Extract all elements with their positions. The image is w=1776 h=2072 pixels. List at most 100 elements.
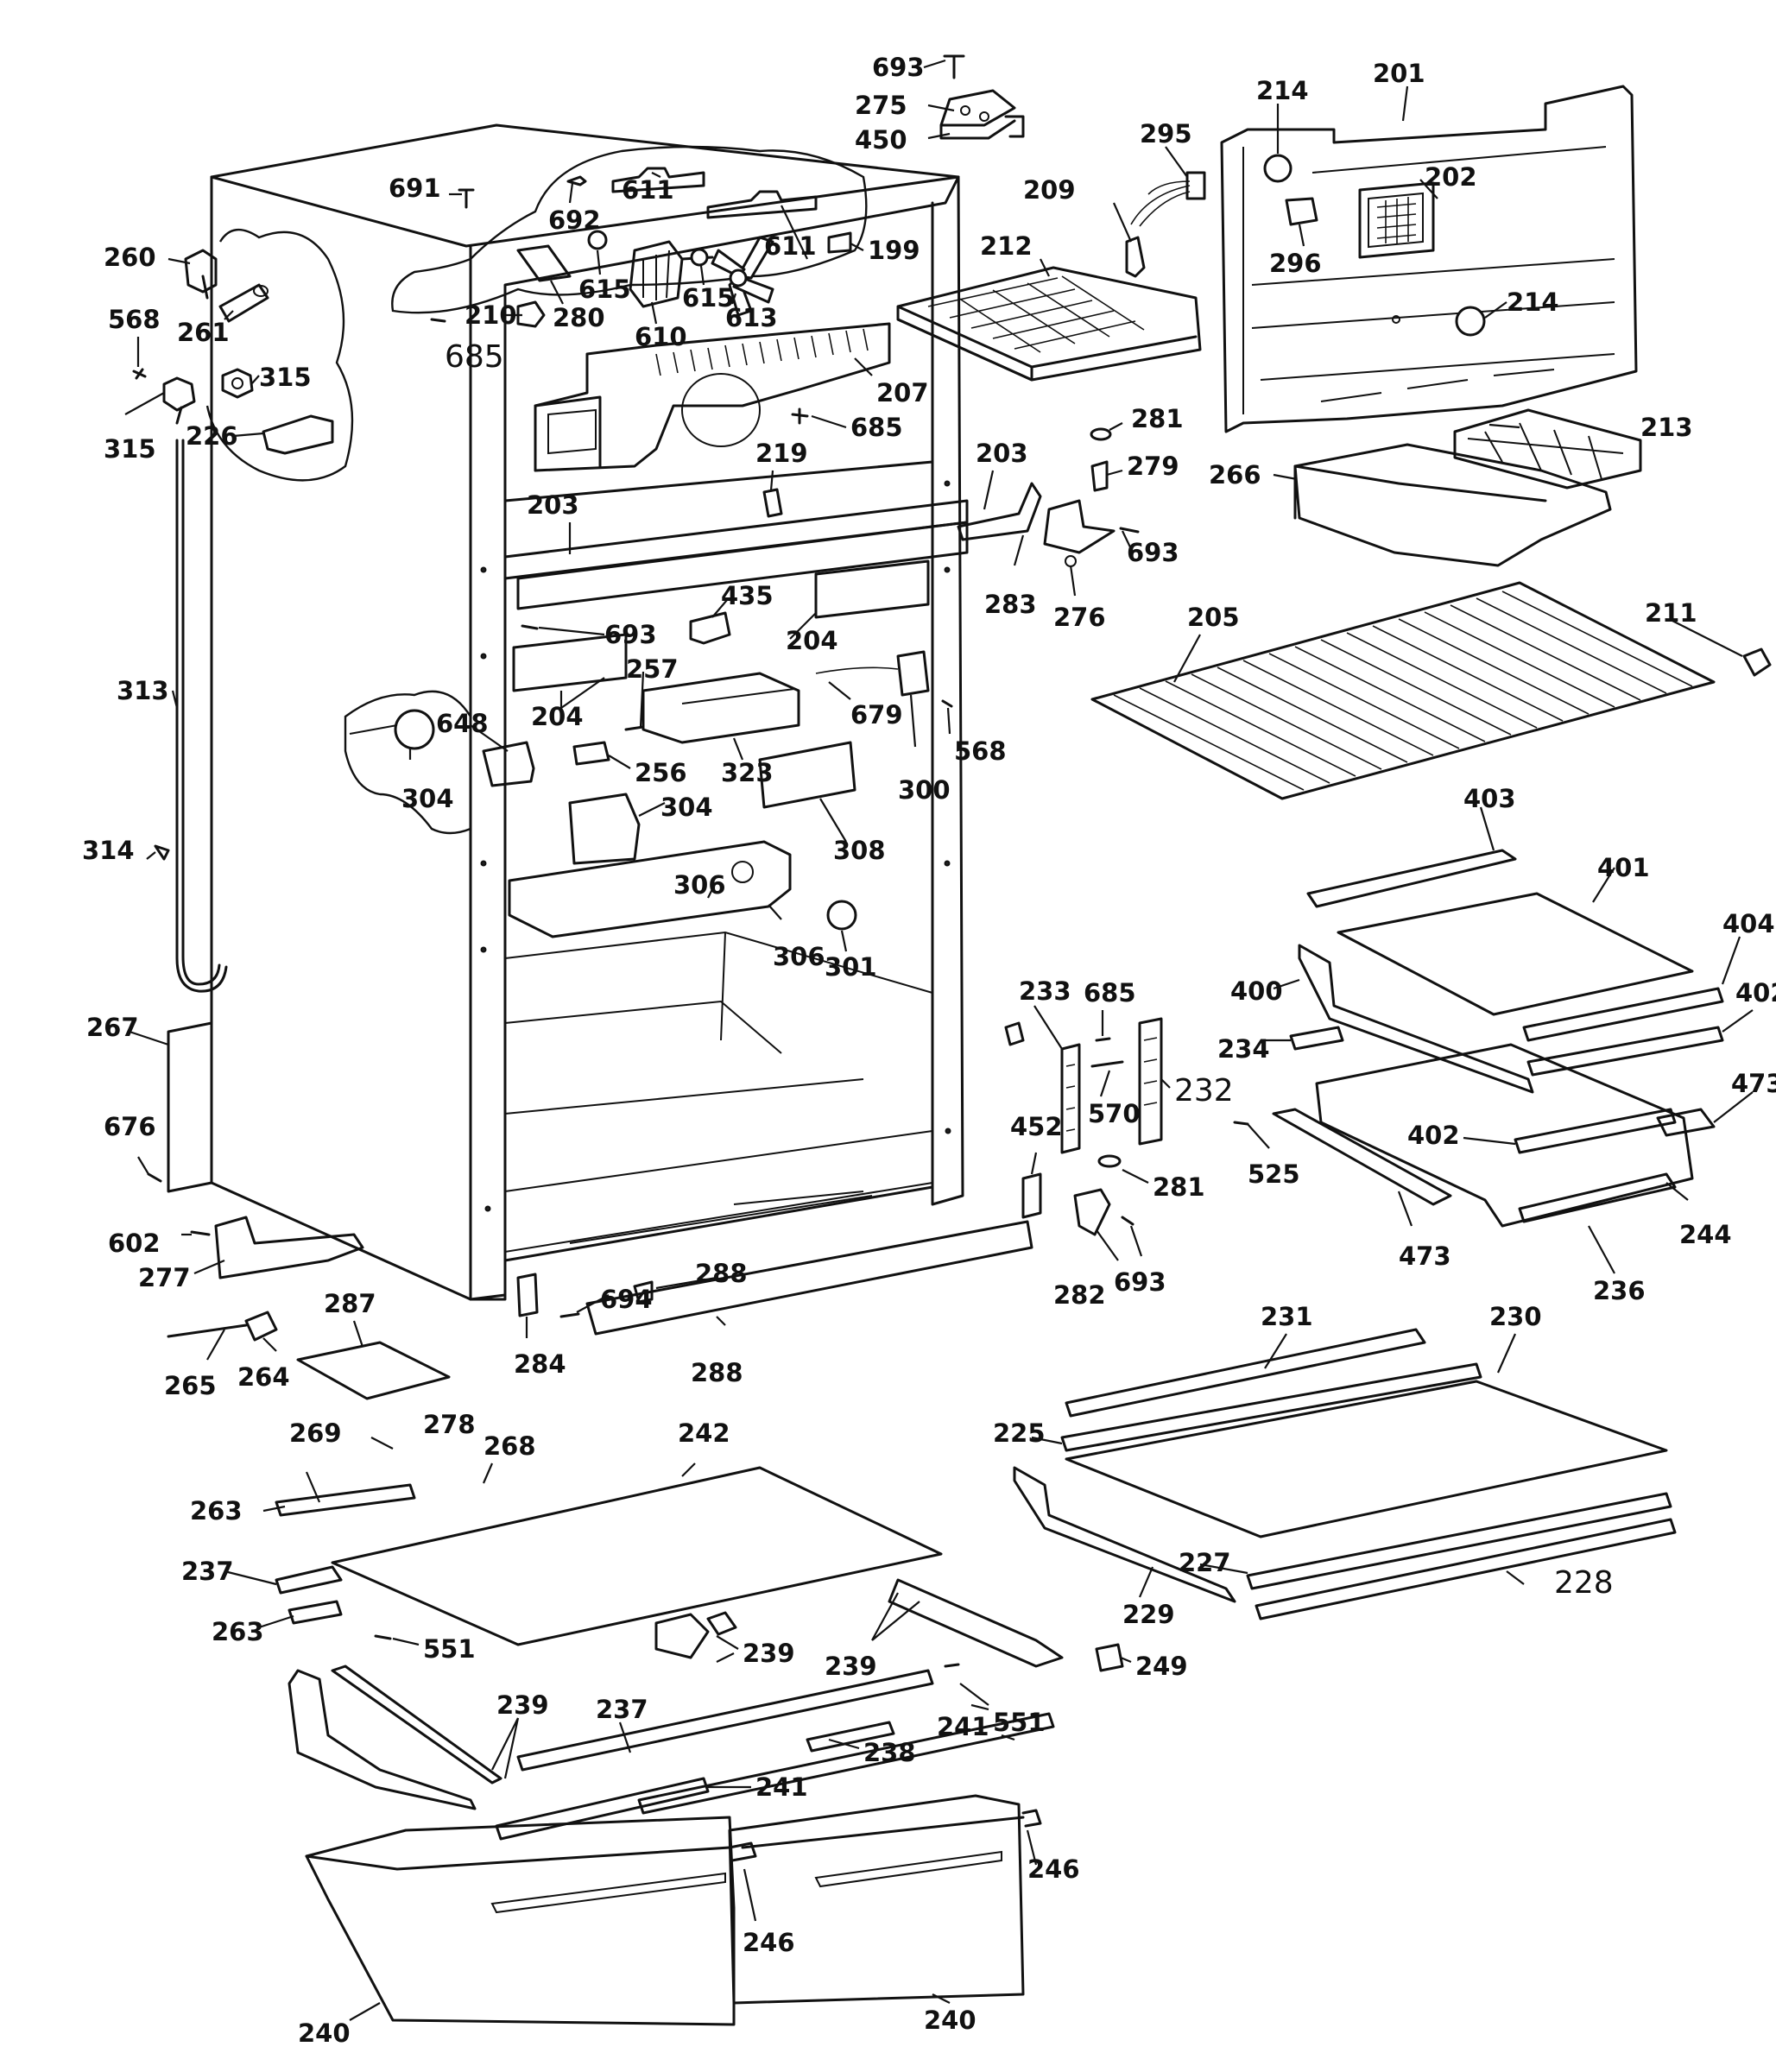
callout-283: 283 bbox=[984, 590, 1037, 619]
callout-570: 570 bbox=[1088, 1099, 1141, 1128]
glass-shelf-230 bbox=[1065, 1380, 1668, 1538]
callout-610: 610 bbox=[635, 322, 687, 351]
grommet-615b bbox=[690, 248, 709, 267]
screw-691 bbox=[458, 188, 475, 209]
screw-693b bbox=[1119, 527, 1140, 534]
callout-281: 281 bbox=[1153, 1172, 1205, 1202]
rail-237b bbox=[516, 1669, 934, 1772]
callout-692: 692 bbox=[548, 205, 601, 235]
callout-400: 400 bbox=[1230, 976, 1283, 1006]
callout-219: 219 bbox=[755, 439, 808, 468]
rail-473b bbox=[1272, 1108, 1452, 1206]
bracket-204a bbox=[814, 559, 930, 619]
knob-306 bbox=[731, 861, 754, 883]
callout-315: 315 bbox=[259, 363, 312, 392]
callout-207: 207 bbox=[876, 378, 929, 407]
leader-lines bbox=[124, 59, 1754, 2021]
crisper-frame-left bbox=[288, 1669, 477, 1810]
crisper-drawer-right bbox=[728, 1794, 1042, 2005]
trim-404 bbox=[1522, 987, 1724, 1042]
screw-685b bbox=[791, 407, 809, 425]
callout-313: 313 bbox=[117, 676, 169, 705]
control-304 bbox=[568, 793, 641, 865]
callout-213: 213 bbox=[1640, 413, 1693, 442]
callout-402: 402 bbox=[1735, 978, 1776, 1008]
clip-288 bbox=[633, 1280, 654, 1304]
bracket-204b bbox=[512, 633, 628, 692]
screw-568a bbox=[132, 368, 147, 380]
rail-473a bbox=[1656, 1108, 1716, 1137]
callout-602: 602 bbox=[108, 1229, 161, 1258]
callout-611: 611 bbox=[764, 231, 817, 261]
rail-241b bbox=[637, 1712, 1055, 1815]
callout-693: 693 bbox=[1127, 538, 1179, 567]
trim-402b bbox=[1514, 1108, 1677, 1154]
rail-263b bbox=[288, 1600, 343, 1625]
trim-403 bbox=[1306, 849, 1517, 908]
callout-246: 246 bbox=[743, 1928, 795, 1957]
callout-228: 228 bbox=[1554, 1565, 1614, 1601]
callout-401: 401 bbox=[1597, 853, 1650, 882]
wire-shelf-205 bbox=[1090, 581, 1716, 800]
callout-280: 280 bbox=[553, 303, 605, 332]
callout-237: 237 bbox=[596, 1695, 648, 1724]
freezer-door-liner bbox=[1220, 85, 1638, 433]
screw-525 bbox=[1233, 1121, 1249, 1126]
hinge-282 bbox=[1073, 1188, 1111, 1236]
rail-234 bbox=[1289, 1026, 1344, 1051]
callout-230: 230 bbox=[1489, 1302, 1542, 1331]
callout-263: 263 bbox=[190, 1496, 243, 1526]
callout-284: 284 bbox=[514, 1349, 566, 1379]
control-housing-306 bbox=[508, 840, 792, 938]
bracket-277 bbox=[214, 1216, 364, 1279]
roller-239 bbox=[706, 1611, 737, 1636]
callout-233: 233 bbox=[1019, 976, 1071, 1006]
screw-694 bbox=[559, 1312, 580, 1318]
callout-473: 473 bbox=[1731, 1069, 1776, 1098]
callout-551: 551 bbox=[993, 1708, 1046, 1737]
clip-249 bbox=[1095, 1643, 1124, 1672]
crisper-drawer-left bbox=[305, 1816, 757, 2026]
clip-233 bbox=[1004, 1021, 1025, 1046]
callout-204: 204 bbox=[531, 702, 584, 731]
washer-281b bbox=[1097, 1154, 1122, 1168]
callout-323: 323 bbox=[721, 758, 774, 787]
callout-237: 237 bbox=[181, 1557, 234, 1586]
clip-314 bbox=[154, 844, 170, 861]
switch-256 bbox=[572, 741, 610, 766]
callout-403: 403 bbox=[1463, 784, 1516, 813]
drain-connector-315b bbox=[221, 368, 254, 399]
crisper-cover-236 bbox=[1315, 1043, 1694, 1228]
callout-611: 611 bbox=[622, 175, 674, 205]
refrigerator-cabinet bbox=[210, 123, 964, 1301]
callout-266: 266 bbox=[1209, 460, 1261, 490]
callout-203: 203 bbox=[527, 490, 579, 520]
callout-261: 261 bbox=[177, 318, 230, 347]
screw-685a bbox=[430, 318, 446, 323]
dial-304 bbox=[349, 709, 435, 750]
callout-246: 246 bbox=[1027, 1854, 1080, 1884]
screw-551b bbox=[944, 1663, 960, 1668]
bracket-239 bbox=[654, 1613, 710, 1659]
callout-568: 568 bbox=[954, 736, 1007, 766]
callout-613: 613 bbox=[725, 303, 778, 332]
callout-693: 693 bbox=[604, 620, 657, 649]
drain-fitting-260 bbox=[184, 249, 218, 300]
callout-238: 238 bbox=[863, 1738, 916, 1767]
callout-240: 240 bbox=[924, 2006, 976, 2035]
rail-239-left bbox=[331, 1665, 502, 1785]
shelf-frame-400 bbox=[1298, 944, 1534, 1094]
callout-239: 239 bbox=[743, 1639, 795, 1668]
screw-568b bbox=[941, 699, 953, 708]
fitting-279 bbox=[1090, 460, 1109, 492]
control-housing-323 bbox=[642, 672, 800, 744]
callout-241: 241 bbox=[755, 1772, 808, 1802]
callout-260: 260 bbox=[104, 243, 156, 272]
callout-304: 304 bbox=[401, 784, 454, 813]
wiring-harness bbox=[1130, 171, 1206, 227]
callout-315: 315 bbox=[104, 434, 156, 464]
callout-306: 306 bbox=[673, 870, 726, 900]
callout-267: 267 bbox=[86, 1013, 139, 1042]
callout-402: 402 bbox=[1407, 1121, 1460, 1150]
